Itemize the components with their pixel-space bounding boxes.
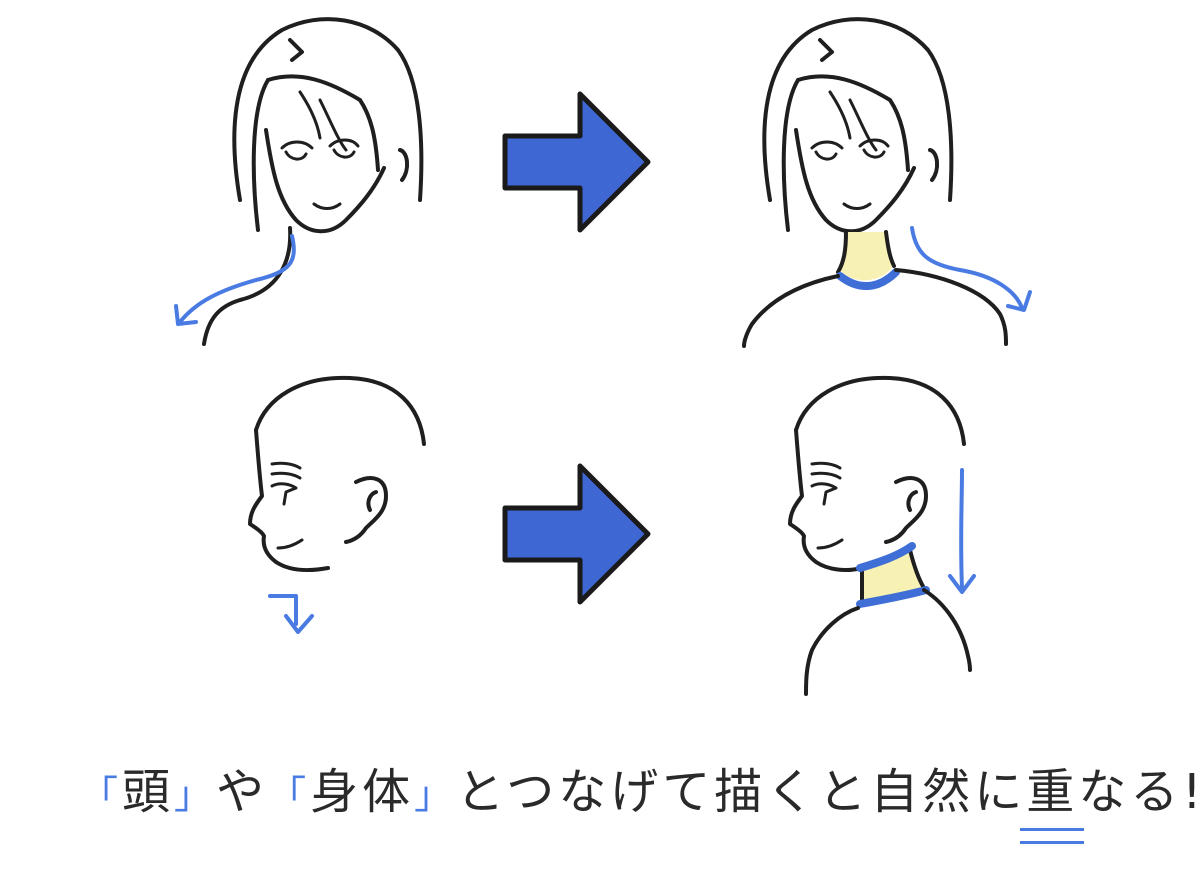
bracket-close: 」 [174, 773, 217, 817]
bracket-open: 「 [268, 773, 311, 817]
right-arrow-top [502, 91, 651, 233]
particle: や [216, 764, 269, 820]
bracket-close: 」 [414, 773, 457, 817]
front-head-before [174, 17, 424, 346]
word-body: 身体 [310, 764, 415, 820]
word-head: 頭 [122, 764, 175, 820]
caption-ending: なる!! [1078, 764, 1200, 820]
caption-middle: とつなげて描くと自然に [456, 764, 1027, 820]
emphasized-word: 重 [1020, 752, 1085, 844]
profile-head-after [788, 375, 976, 696]
bracket-open: 「 [80, 773, 123, 817]
front-head-after [742, 17, 1032, 348]
neck-highlight [840, 232, 892, 281]
caption-text: 「頭」や「身体」とつなげて描くと自然に重なる!! [80, 752, 1200, 844]
profile-head-before [248, 375, 426, 634]
right-arrow-bottom [502, 463, 651, 605]
